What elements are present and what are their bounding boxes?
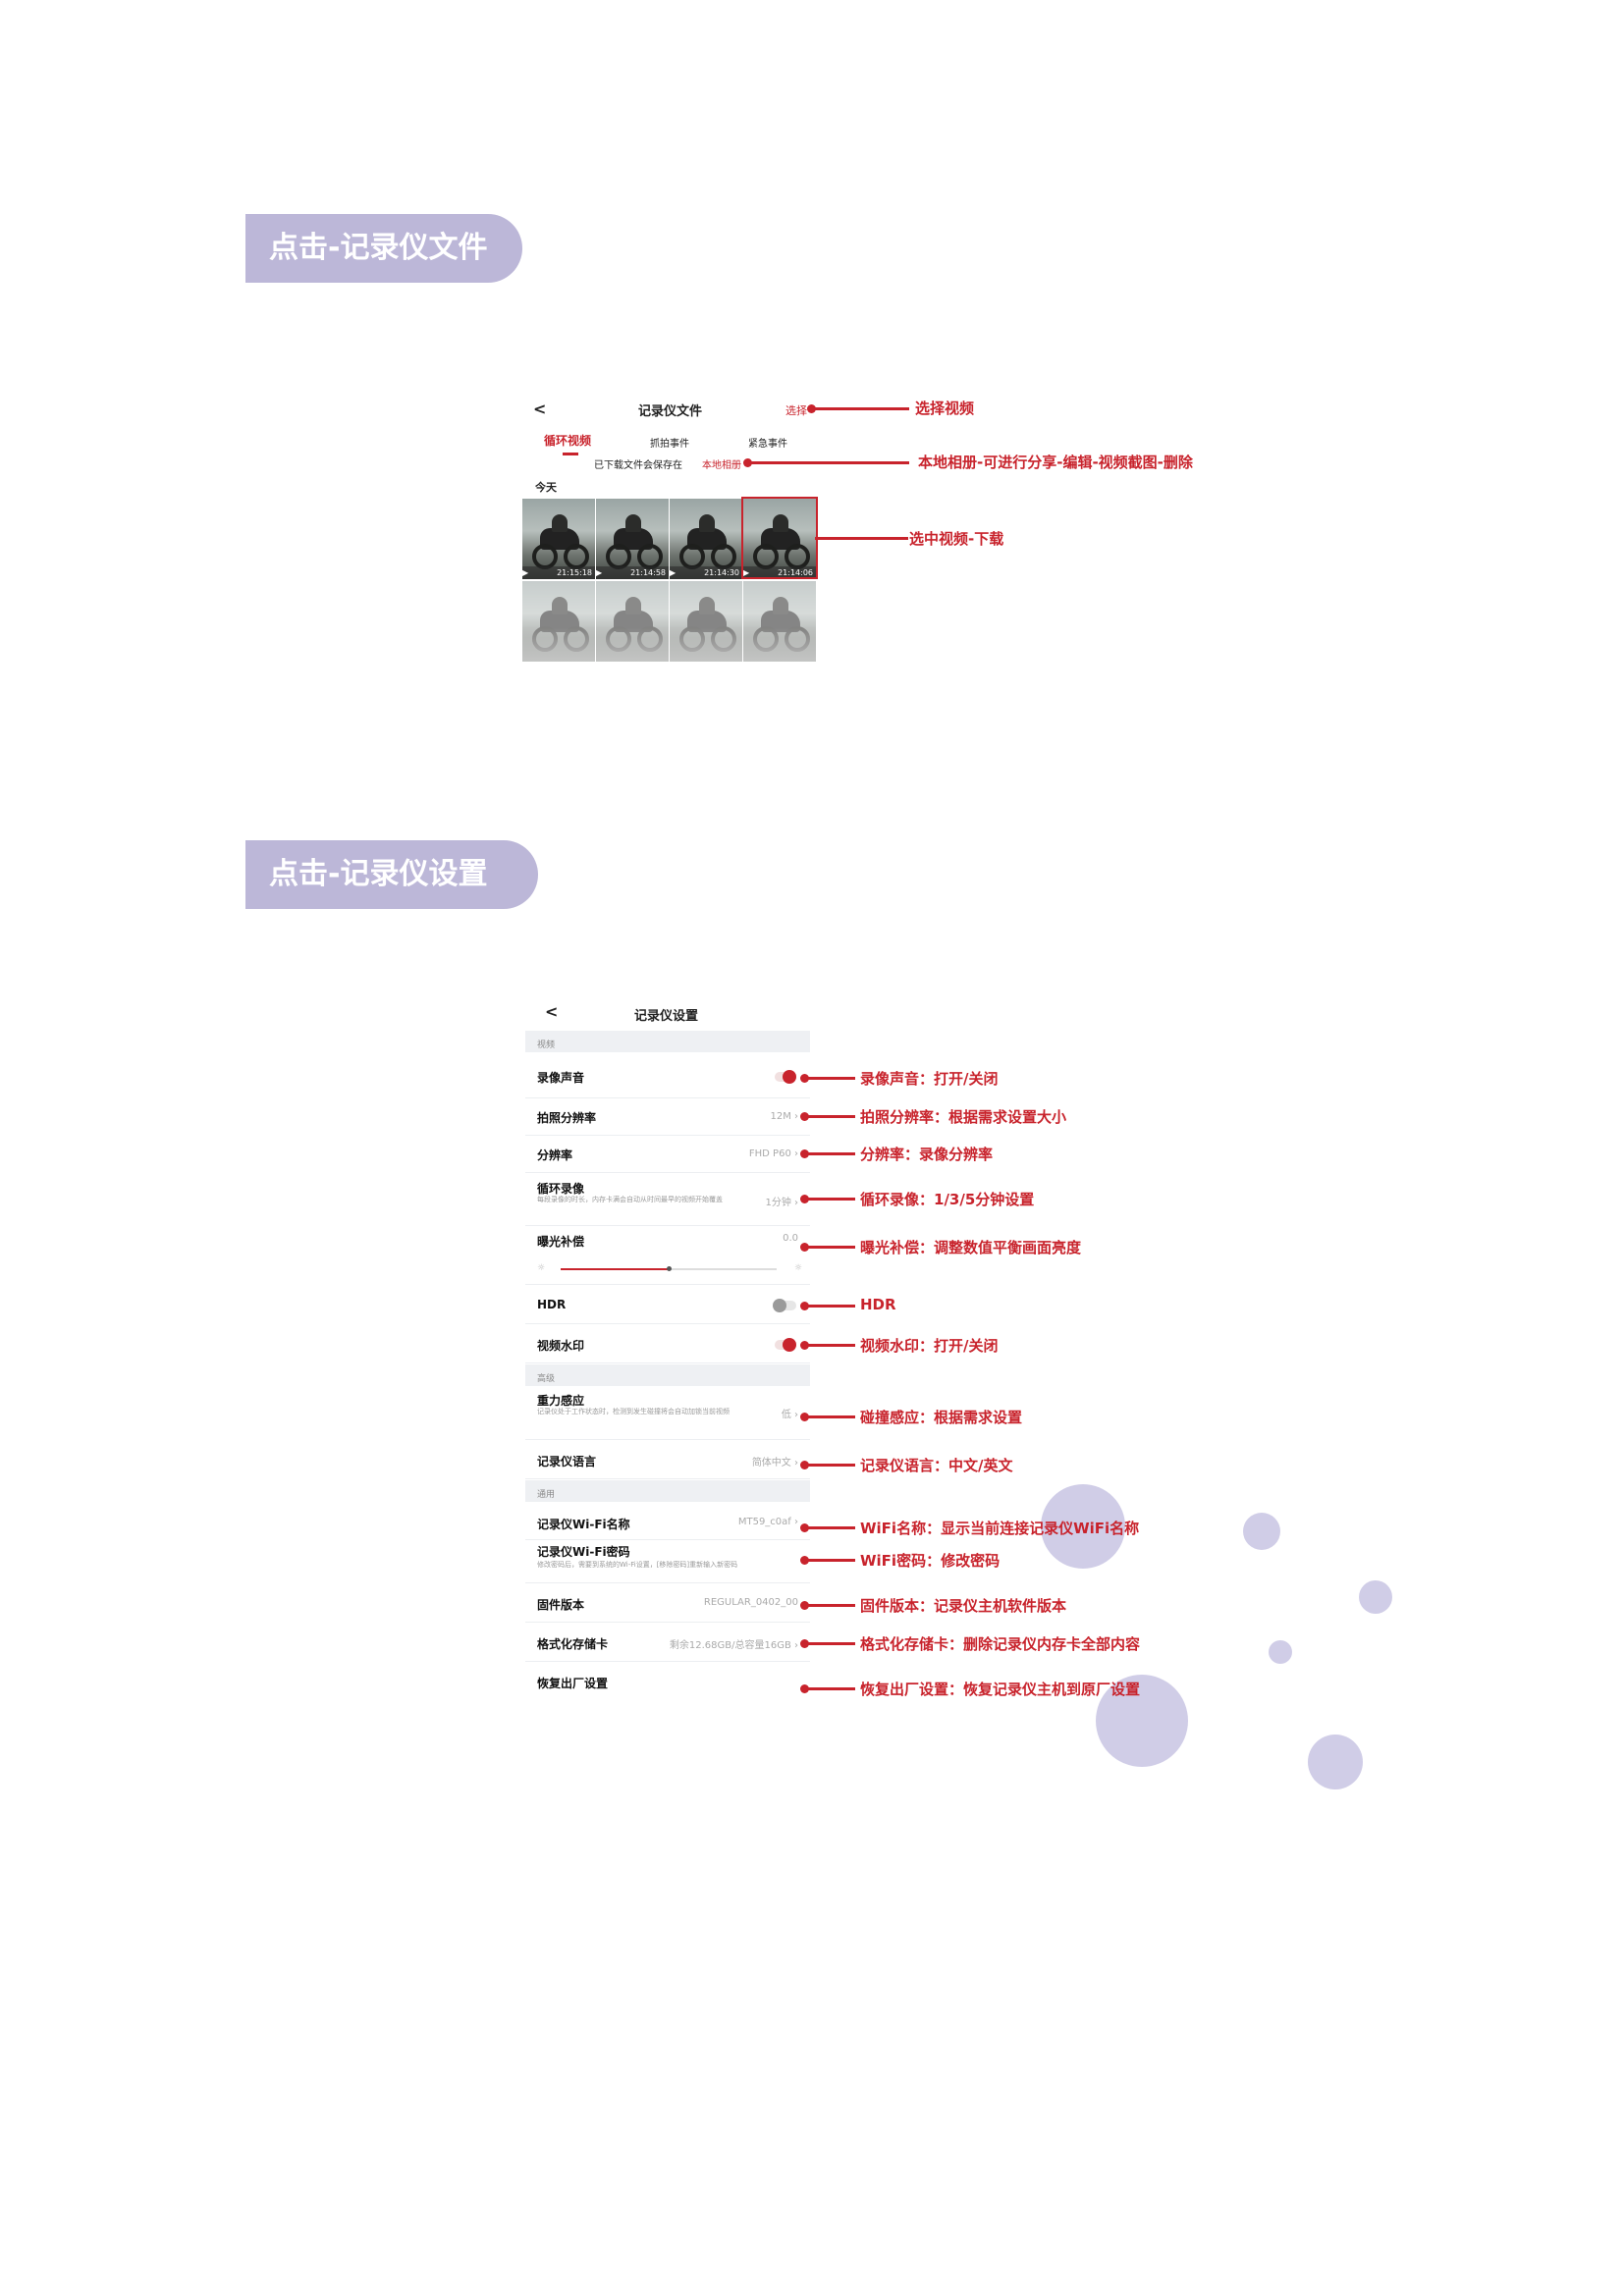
- group-header-general: 通用: [525, 1480, 810, 1502]
- video-thumbnail-selected[interactable]: ▶ 21:14:06: [743, 499, 816, 579]
- watermark-toggle[interactable]: [783, 1338, 796, 1352]
- settings-title: 记录仪设置: [634, 1009, 699, 1024]
- annotation-exposure: 曝光补偿：调整数值平衡画面亮度: [860, 1239, 1082, 1256]
- section-pill-settings: 点击-记录仪设置: [245, 840, 538, 909]
- thumb-time: ▶ 21:14:30: [670, 566, 742, 579]
- setting-row-sound[interactable]: 录像声音: [525, 1052, 810, 1098]
- sound-toggle[interactable]: [783, 1070, 796, 1084]
- annotation-firmware: 固件版本：记录仪主机软件版本: [860, 1597, 1067, 1615]
- setting-row-factory-reset[interactable]: 恢复出厂设置: [537, 1677, 609, 1690]
- annotation-resolution: 分辨率：录像分辨率: [860, 1146, 994, 1163]
- date-header-today: 今天: [535, 481, 557, 494]
- annotation-select-video: 选择视频: [915, 400, 975, 417]
- annotation-photo-resolution: 拍照分辨率：根据需求设置大小: [860, 1108, 1067, 1126]
- exposure-slider-thumb[interactable]: [667, 1266, 672, 1271]
- setting-row-language[interactable]: 记录仪语言 简体中文 ›: [525, 1439, 810, 1479]
- thumb-time: ▶ 21:14:58: [596, 566, 669, 579]
- exposure-slider-fill: [561, 1268, 669, 1270]
- decor-circle: [1243, 1513, 1280, 1550]
- decor-circle: [1359, 1580, 1392, 1614]
- decor-circle: [1041, 1484, 1125, 1569]
- annotation-reset: 恢复出厂设置：恢复记录仪主机到原厂设置: [860, 1681, 1141, 1698]
- annotation-wifi-password: WiFi密码：修改密码: [860, 1552, 1001, 1570]
- sun-icon: ☼: [537, 1263, 546, 1273]
- back-icon[interactable]: <: [533, 400, 547, 418]
- annotation-local-album: 本地相册-可进行分享-编辑-视频截图-删除: [918, 454, 1193, 471]
- video-thumbnail[interactable]: ▶ 21:14:58: [596, 499, 669, 579]
- video-thumbnail[interactable]: ▶ 21:14:30: [670, 499, 742, 579]
- annotation-line: [747, 461, 909, 464]
- sun-icon: ☼: [793, 1263, 802, 1273]
- annotation-download: 选中视频-下载: [909, 530, 1004, 548]
- setting-row-exposure[interactable]: 曝光补偿 0.0 ☼ ☼: [525, 1225, 810, 1285]
- annotation-watermark: 视频水印：打开/关闭: [860, 1337, 999, 1355]
- fade-overlay: [520, 628, 817, 721]
- annotation-gsensor: 碰撞感应：根据需求设置: [860, 1409, 1023, 1426]
- decor-circle: [1308, 1735, 1363, 1789]
- section-pill-files: 点击-记录仪文件: [245, 214, 522, 283]
- files-title: 记录仪文件: [638, 404, 703, 419]
- setting-row-watermark[interactable]: 视频水印: [525, 1323, 810, 1363]
- group-header-video: 视频: [525, 1031, 810, 1052]
- decor-circle: [1269, 1640, 1292, 1664]
- tab-snapshot-events[interactable]: 抓拍事件: [650, 439, 689, 450]
- annotation-loop: 循环录像：1/3/5分钟设置: [860, 1191, 1035, 1208]
- setting-row-photo-resolution[interactable]: 拍照分辨率 12M ›: [525, 1097, 810, 1136]
- setting-row-resolution[interactable]: 分辨率 FHD P60 ›: [525, 1135, 810, 1173]
- setting-row-hdr[interactable]: HDR: [525, 1284, 810, 1324]
- setting-row-wifi-password[interactable]: 记录仪Wi-Fi密码 修改密码后，需要到系统的Wi-Fi设置，[移除密码]重新输…: [525, 1539, 810, 1583]
- annotation-format: 格式化存储卡：删除记录仪内存卡全部内容: [860, 1635, 1141, 1653]
- annotation-wifi-name: WiFi名称：显示当前连接记录仪WiFi名称: [860, 1520, 1140, 1537]
- setting-row-gsensor[interactable]: 重力感应 记录仪处于工作状态时，检测到发生碰撞将会自动加锁当前视频 低 ›: [525, 1386, 810, 1440]
- selection-highlight: [741, 497, 818, 579]
- setting-row-firmware: 固件版本 REGULAR_0402_00: [525, 1582, 810, 1623]
- setting-row-wifi-name[interactable]: 记录仪Wi-Fi名称 MT59_c0af ›: [525, 1502, 810, 1540]
- tab-emergency-events[interactable]: 紧急事件: [748, 439, 787, 450]
- thumb-time: ▶ 21:15:18: [522, 566, 595, 579]
- saved-note: 已下载文件会保存在: [594, 460, 682, 471]
- thumb-time: ▶ 21:14:06: [743, 566, 816, 579]
- setting-row-format-card[interactable]: 格式化存储卡 剩余12.68GB/总容量16GB ›: [525, 1622, 810, 1662]
- annotation-line: [815, 537, 908, 540]
- annotation-language: 记录仪语言：中文/英文: [860, 1457, 1013, 1474]
- select-button[interactable]: 选择: [785, 404, 807, 417]
- annotation-sound: 录像声音：打开/关闭: [860, 1070, 999, 1088]
- tab-loop-video[interactable]: 循环视频: [544, 434, 592, 448]
- setting-row-loop-recording[interactable]: 循环录像 每段录像的时长，内存卡满会自动从时间最早的视频开始覆盖 1分钟 ›: [525, 1172, 810, 1226]
- annotation-hdr: HDR: [860, 1296, 896, 1313]
- tab-indicator: [563, 453, 578, 455]
- local-album-link[interactable]: 本地相册: [702, 460, 741, 471]
- video-thumbnail[interactable]: ▶ 21:15:18: [522, 499, 595, 579]
- hdr-toggle[interactable]: [773, 1299, 786, 1312]
- annotation-line: [811, 407, 909, 410]
- back-icon[interactable]: <: [545, 1002, 559, 1021]
- decor-circle: [1096, 1675, 1188, 1767]
- group-header-advanced: 高级: [525, 1364, 810, 1386]
